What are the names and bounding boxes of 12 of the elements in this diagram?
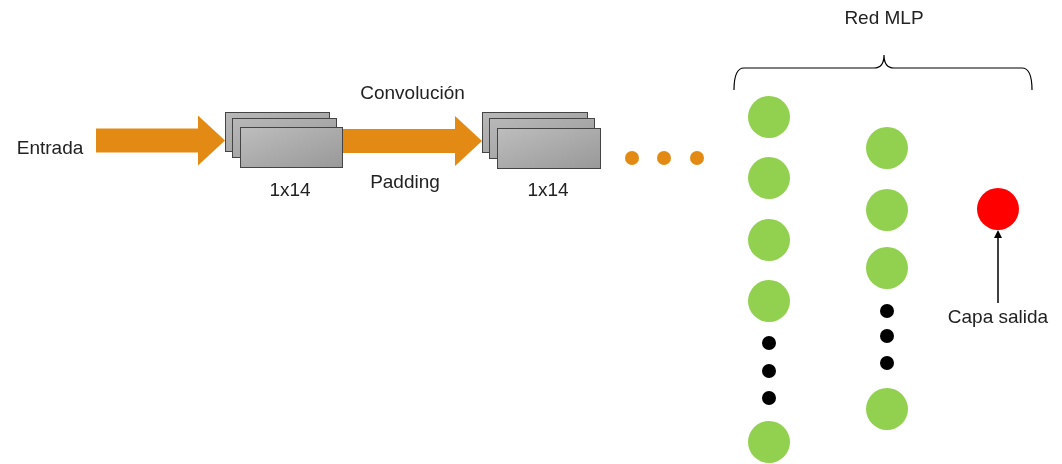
group-label: Red MLP <box>844 6 924 30</box>
arrow <box>994 230 1002 304</box>
feature-map-stack <box>225 112 343 169</box>
block-arrow <box>96 115 225 166</box>
block-arrow <box>343 116 482 166</box>
size-label: 1x14 <box>527 178 569 202</box>
operation-label: Padding <box>370 170 440 194</box>
text-label: Capa salida <box>938 303 1058 331</box>
feature-map-stack <box>482 112 601 170</box>
size-label: 1x14 <box>269 178 311 202</box>
text-label: Entrada <box>4 134 96 162</box>
edge-label: Convolución <box>360 81 465 105</box>
